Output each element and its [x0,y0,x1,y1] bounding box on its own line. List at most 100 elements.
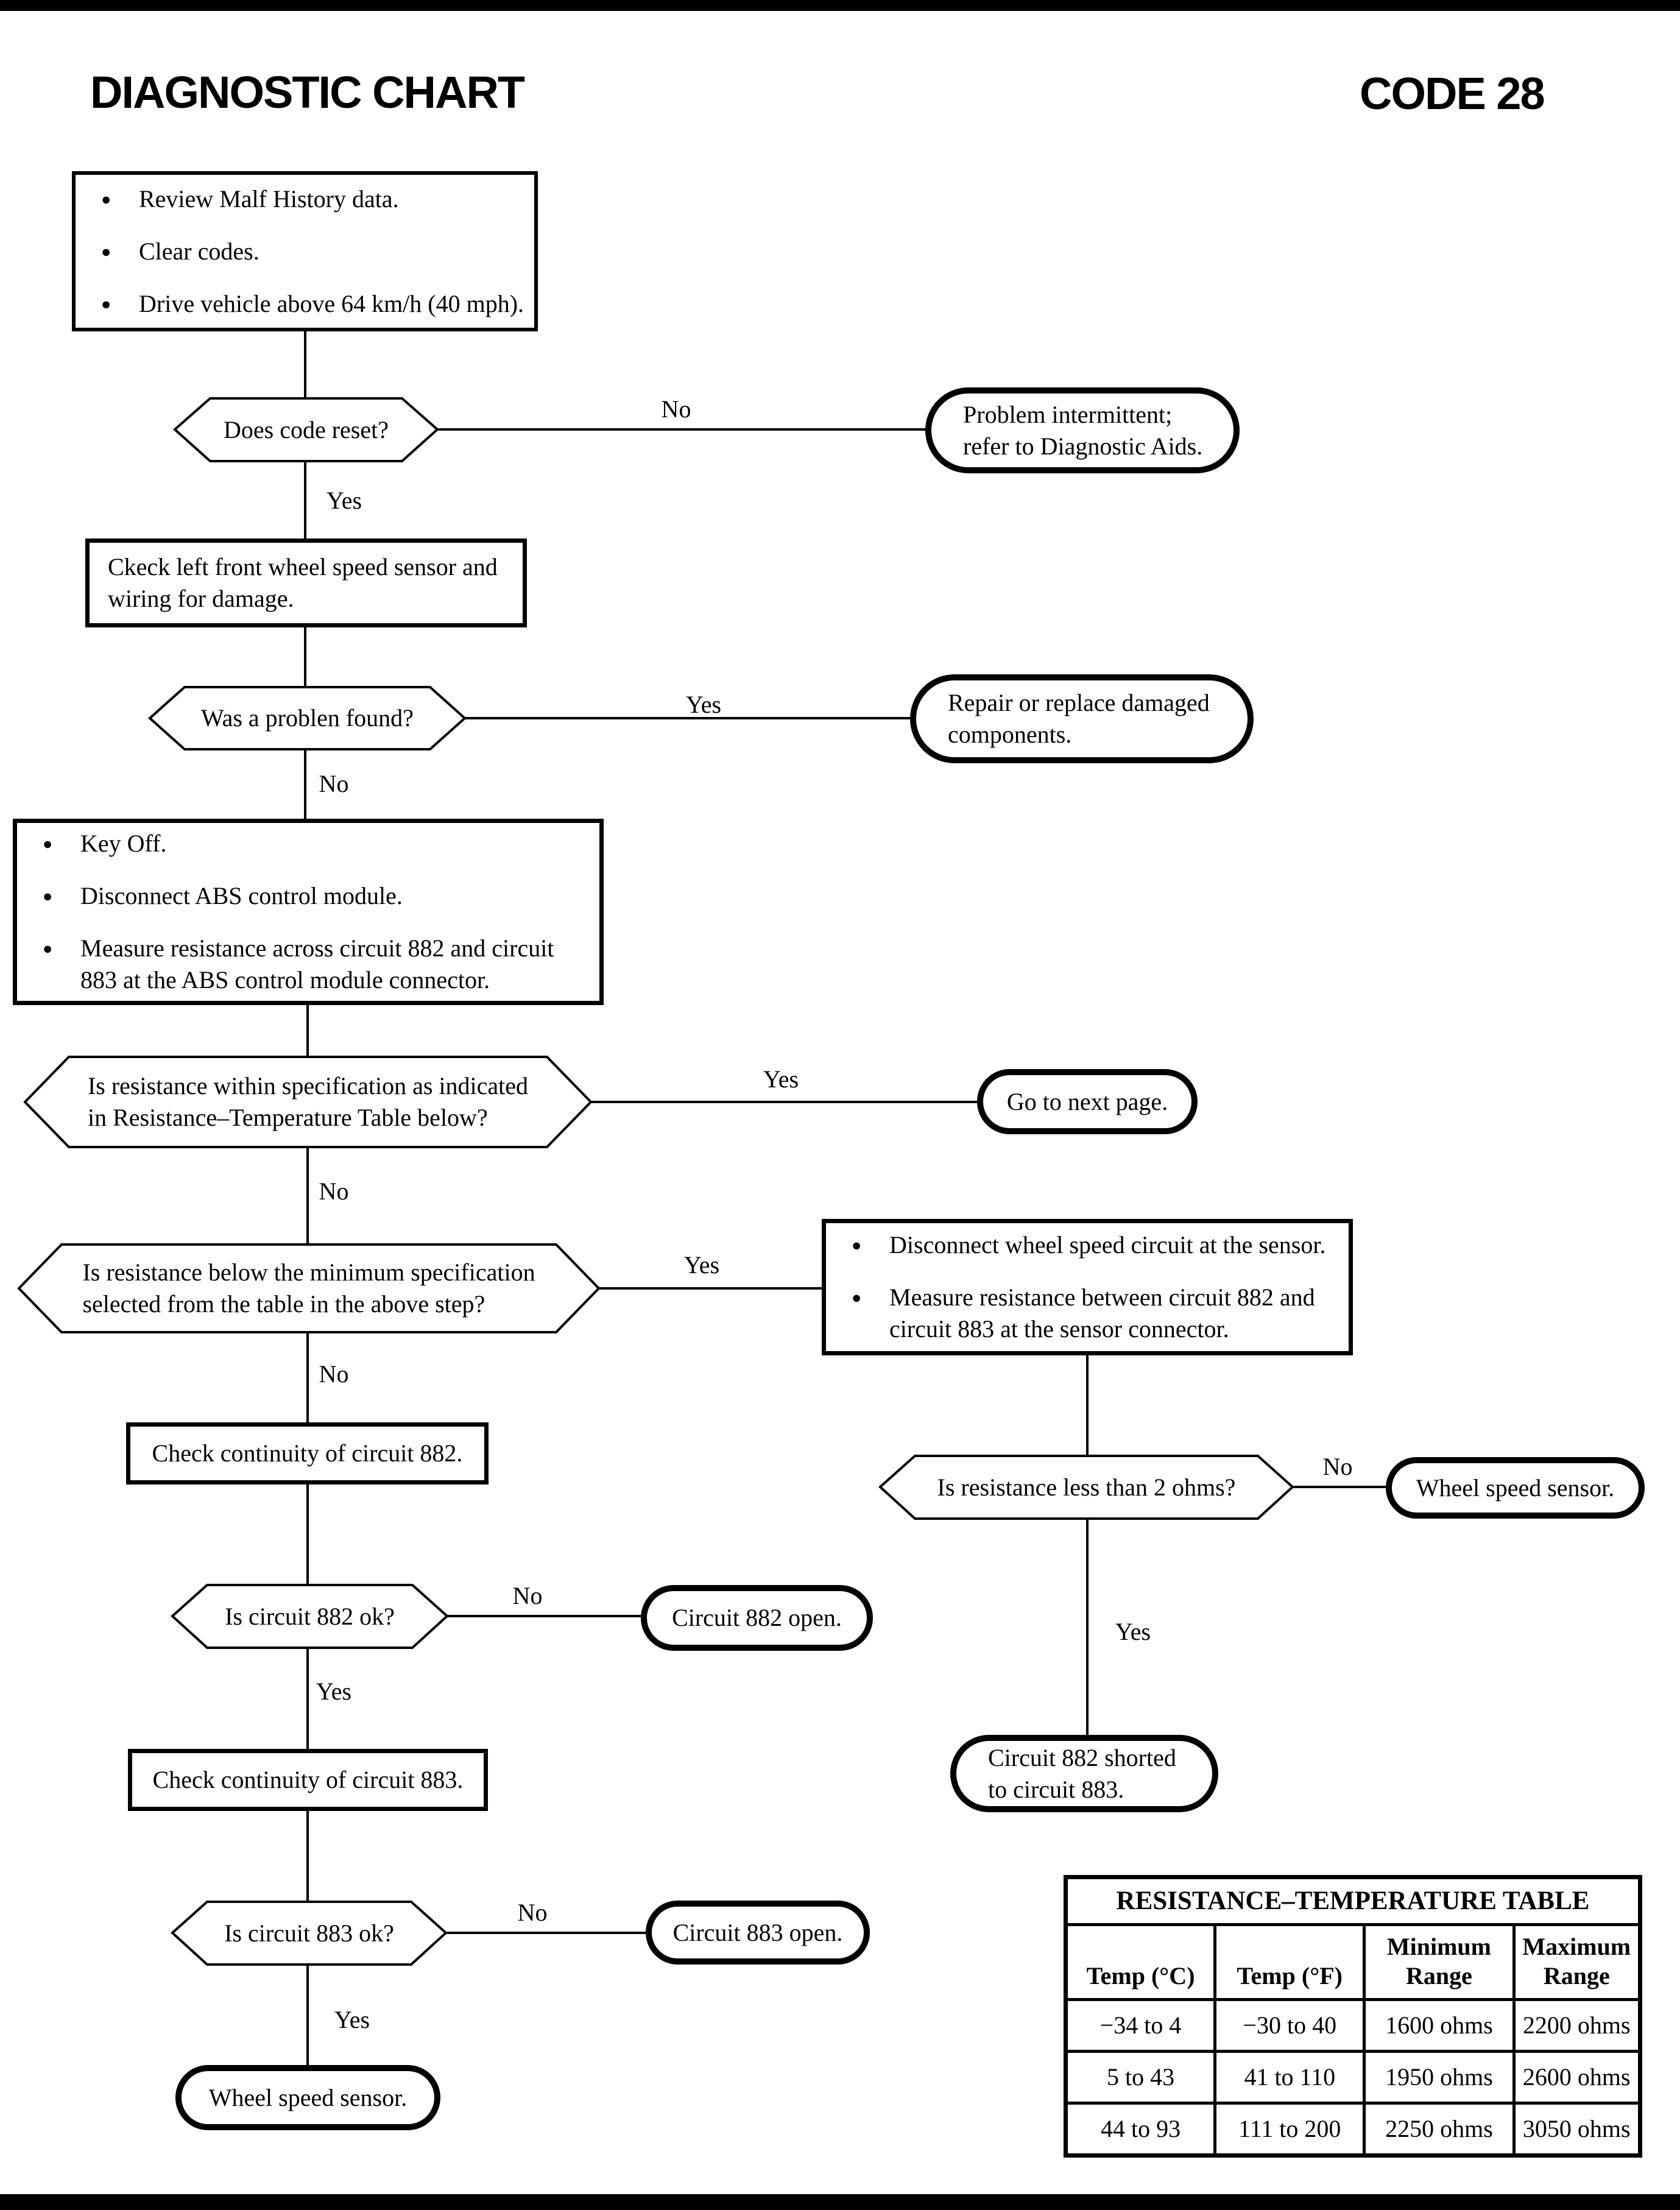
decision-label: Is circuit 882 ok? [225,1602,395,1630]
yes-label: Yes [763,1065,799,1093]
process-label: Ckeck left front wheel speed sensor and … [108,553,498,612]
process-start-box: ● Review Malf History data. ● Clear code… [72,171,538,331]
decision-hexagons [17,397,1294,1966]
no-label: No [319,1360,349,1388]
terminal-repair-replace: Repair or replace damaged components. [910,674,1254,763]
table-row: 44 to 93 111 to 200 2250 ohms 3050 ohms [1064,2102,1642,2157]
yes-label: Yes [1115,1618,1151,1645]
table-row: 5 to 43 41 to 110 1950 ohms 2600 ohms [1064,2050,1642,2105]
terminal-883-open: Circuit 883 open. [646,1901,870,1965]
table-cell: 2200 ohms [1512,1998,1642,2053]
bullet-icon: ● [43,835,53,853]
yes-label: Yes [685,691,722,718]
flow-lines [304,331,1386,2065]
decision-within-spec: Is resistance within specification as in… [25,1057,591,1147]
no-label: No [661,395,691,423]
table-cell: 41 to 110 [1213,2050,1366,2105]
list-item: ● Disconnect ABS control module. [43,880,587,912]
terminal-label: Circuit 882 open. [672,1604,842,1631]
yes-label: Yes [683,1251,720,1279]
list-item: ● Review Malf History data. [101,183,522,215]
table-cell: 1600 ohms [1363,1998,1516,2053]
decision-less-2ohms: Is resistance less than 2 ohms? [880,1456,1293,1519]
table-cell: 5 to 43 [1064,2050,1217,2105]
bullet-label: Key Off. [80,830,167,857]
code-label: CODE 28 [1360,68,1545,119]
decision-shape-problem-found [148,686,467,750]
table-cell: 2250 ohms [1363,2102,1516,2157]
terminal-problem-intermittent: Problem intermittent; refer to Diagnosti… [925,387,1240,473]
col-header-max-range: Maximum Range [1512,1923,1642,2001]
table-cell: 44 to 93 [1064,2102,1217,2157]
page-title: DIAGNOSTIC CHART [90,67,525,118]
yes-label: Yes [316,1678,352,1705]
process-label: Check continuity of circuit 883. [152,1766,464,1793]
decision-below-min: Is resistance below the minimum specific… [19,1244,599,1332]
no-label: No [517,1899,548,1926]
decision-label: Is resistance within specification as in… [87,1072,529,1131]
bullet-icon: ● [101,189,111,208]
table-header-row: Temp (°C) Temp (°F) Minimum Range Maximu… [1064,1923,1642,2001]
process-check-sensor: Ckeck left front wheel speed sensor and … [85,538,527,627]
decision-label: Is resistance less than 2 ohms? [937,1473,1236,1501]
bullet-icon: ● [852,1236,862,1254]
process-label: Check continuity of circuit 882. [152,1439,463,1467]
terminal-wheel-speed-sensor-right: Wheel speed sensor. [1386,1457,1645,1519]
bullet-label: Review Malf History data. [139,185,399,213]
yes-label: Yes [334,2006,370,2033]
table-cell: −34 to 4 [1064,1998,1217,2053]
terminal-label: Problem intermittent; refer to Diagnosti… [963,400,1203,460]
list-item: ● Measure resistance between circuit 882… [852,1282,1336,1345]
list-item: ● Drive vehicle above 64 km/h (40 mph). [101,288,524,320]
no-label: No [512,1582,543,1609]
table-title: RESISTANCE–TEMPERATURE TABLE [1064,1876,1642,1926]
process-check-882: Check continuity of circuit 882. [126,1422,489,1485]
table-cell: 3050 ohms [1512,2102,1642,2157]
bullet-list: ● Disconnect wheel speed circuit at the … [826,1229,1349,1345]
decision-shape-within-spec [23,1056,593,1148]
decision-label: Is circuit 883 ok? [224,1919,394,1947]
list-item: ● Disconnect wheel speed circuit at the … [852,1229,1336,1261]
terminal-label: Wheel speed sensor. [208,2083,408,2111]
no-label: No [1322,1453,1353,1480]
terminal-label: Go to next page. [1006,1087,1168,1115]
terminal-next-page: Go to next page. [977,1069,1198,1134]
decision-shape-below-min [17,1243,601,1333]
table-title-row: RESISTANCE–TEMPERATURE TABLE [1064,1876,1642,1926]
top-edge-bar [0,0,1680,11]
list-item: ● Key Off. [43,828,587,860]
terminal-label: Wheel speed sensor. [1416,1474,1615,1502]
bottom-edge-bar [0,2194,1680,2210]
bullet-label: Measure resistance between circuit 882 a… [889,1283,1315,1343]
bullet-icon: ● [43,939,53,958]
bullet-list: ● Key Off. ● Disconnect ABS control modu… [17,828,599,996]
terminal-label: Circuit 882 shorted to circuit 883. [988,1743,1176,1803]
decision-shape-less-2ohms [878,1455,1294,1520]
decision-shape-code-reset [172,397,440,462]
list-item: ● Measure resistance across circuit 882 … [43,933,587,996]
table-row: −34 to 4 −30 to 40 1600 ohms 2200 ohms [1064,1998,1642,2053]
bullet-icon: ● [43,887,53,905]
decision-label: Was a problen found? [201,704,414,732]
terminal-label: Circuit 883 open. [672,1918,843,1946]
decision-problem-found: Was a problen found? [150,687,465,749]
list-item: ● Clear codes. [101,236,522,267]
no-label: No [319,770,349,797]
bullet-icon: ● [101,294,111,313]
bullet-label: Measure resistance across circuit 882 an… [80,934,554,994]
resistance-temperature-table: RESISTANCE–TEMPERATURE TABLE Temp (°C) T… [1064,1875,1642,2158]
decision-shape-882-ok [171,1584,449,1649]
bullet-label: Drive vehicle above 64 km/h (40 mph). [139,289,524,317]
col-header-min-range: Minimum Range [1363,1923,1516,2001]
bullet-label: Disconnect ABS control module. [80,882,403,909]
process-disconnect-sensor-box: ● Disconnect wheel speed circuit at the … [822,1219,1353,1355]
yes-label: Yes [326,487,362,514]
bullet-label: Clear codes. [139,237,259,265]
decision-label: Does code reset? [224,415,389,443]
table-cell: 1950 ohms [1363,2050,1516,2105]
bullet-icon: ● [852,1288,862,1307]
decision-883-ok: Is circuit 883 ok? [172,1902,446,1965]
no-label: No [319,1177,349,1205]
bullet-icon: ● [101,242,111,261]
